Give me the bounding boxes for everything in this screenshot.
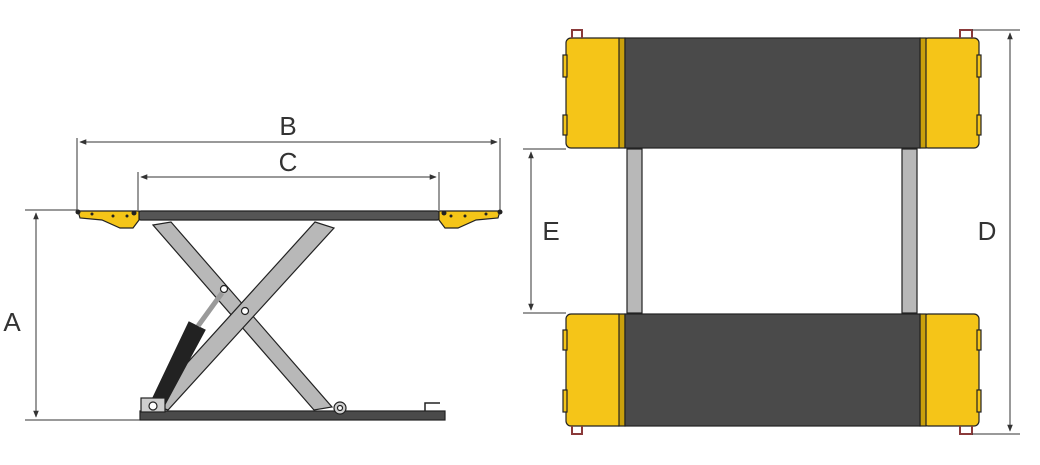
side-view [75,209,503,421]
scissor-arm-right [148,221,336,411]
base-ramp-hook [424,402,440,411]
top-view [562,29,982,435]
cylinder-rod [195,291,225,328]
pivot-pin [240,306,250,316]
dimension-label-d: D [978,216,997,246]
pivot-pin [148,401,158,411]
dimension-label-a: A [3,307,21,337]
pivot-pin [336,404,344,412]
handle [959,29,973,38]
handle [571,29,583,38]
dimension-label-b: B [279,111,296,141]
pivot-pin [219,284,229,294]
connecting-bar-left [626,148,643,314]
bolt [484,212,488,216]
edge-pin [75,209,81,215]
bolt [125,214,129,218]
bolt [449,214,453,218]
dimension-label-c: C [279,147,298,177]
edge-pin [497,209,503,215]
yellow-extension-right [438,210,501,229]
dimension-label-e: E [542,216,559,246]
base-plate [139,410,446,421]
bolt [111,214,115,218]
handle [959,426,973,435]
edge-pin [441,210,447,216]
bolt [463,214,467,218]
top-view-dimensions: D E [523,29,1020,435]
handle [571,426,583,435]
connecting-bar-right [901,148,918,314]
edge-pin [131,210,137,216]
bolt [90,212,94,216]
rubber-deck [624,37,921,149]
rubber-deck [624,313,921,427]
yellow-extension-left [77,210,140,229]
side-view-dimensions: A B C [3,111,501,421]
platform-top-view-upper [562,29,982,149]
platform-top-view-lower [562,313,982,435]
platform-top [138,210,440,221]
